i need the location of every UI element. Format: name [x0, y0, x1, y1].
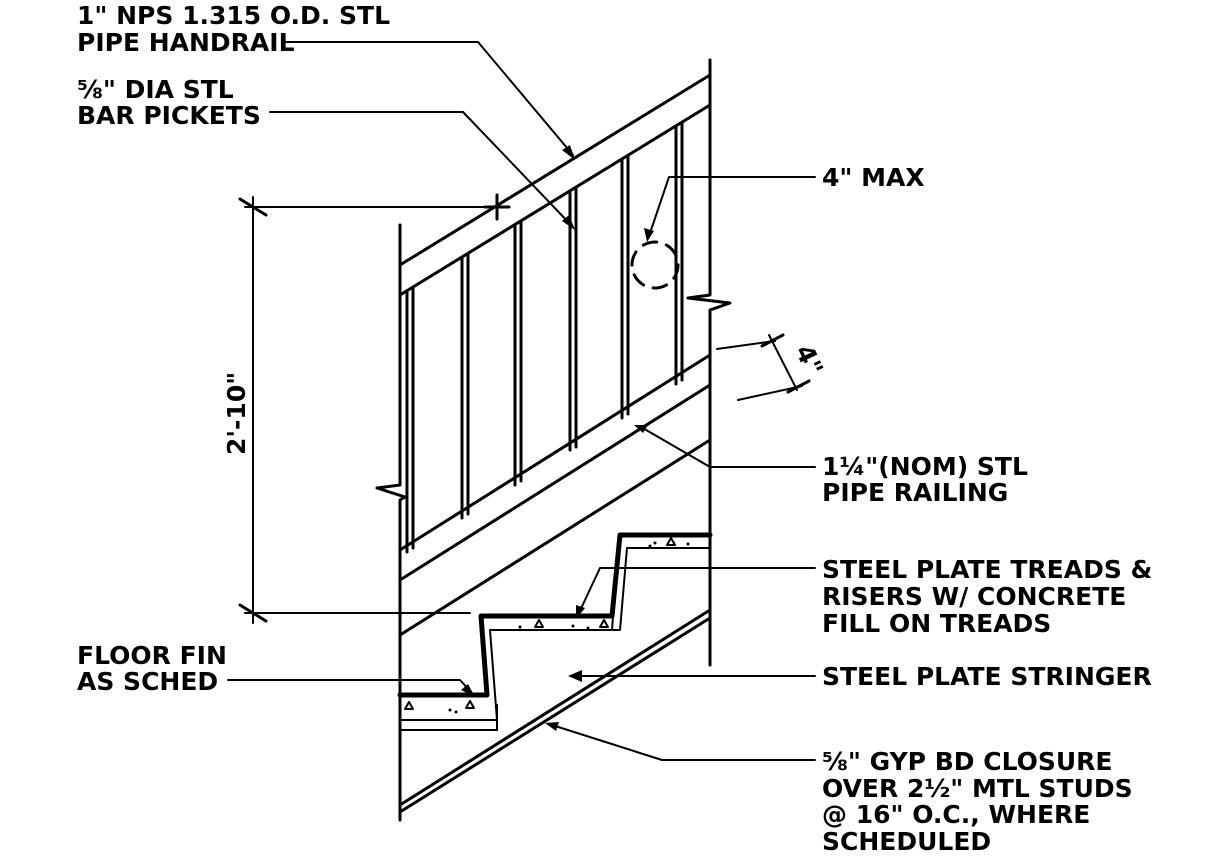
bar-pickets: [405, 121, 684, 554]
rail-offset-dimension: [716, 333, 811, 401]
pipe-handrail: [398, 73, 712, 297]
rail-offset-label: 4": [790, 340, 829, 380]
note-pickets-line-1: ⅝" DIA STL: [77, 75, 234, 104]
leader-stringer: [568, 670, 816, 682]
note-pipe-railing: 1¼"(NOM) STL PIPE RAILING: [822, 452, 1037, 507]
steel-plate-stringer: [398, 438, 712, 814]
note-stringer: STEEL PLATE STRINGER: [822, 662, 1152, 691]
leader-floor-finish: [227, 679, 475, 697]
note-treads: STEEL PLATE TREADS & RISERS W/ CONCRETE …: [822, 555, 1161, 638]
right-break-line: [686, 58, 732, 667]
note-floor-finish-line-2: AS SCHED: [77, 667, 218, 696]
leader-pickets: [269, 111, 575, 230]
left-break-line: [375, 223, 407, 822]
leader-handrail: [285, 41, 575, 160]
leader-treads: [576, 567, 816, 619]
note-floor-finish-line-1: FLOOR FIN: [77, 641, 227, 670]
note-closure: ⅝" GYP BD CLOSURE OVER 2½" MTL STUDS @ 1…: [822, 747, 1141, 856]
note-closure-line-3: @ 16" O.C., WHERE: [822, 800, 1090, 829]
leader-closure: [545, 722, 816, 761]
note-handrail: 1" NPS 1.315 O.D. STL PIPE HANDRAIL: [77, 1, 399, 57]
rail-height-dimension: [238, 193, 511, 624]
note-handrail-line-1: 1" NPS 1.315 O.D. STL: [77, 1, 390, 30]
note-floor-finish: FLOOR FIN AS SCHED: [77, 641, 236, 696]
note-max-spacing: 4" MAX: [822, 163, 925, 192]
leader-pipe-railing: [634, 425, 816, 468]
note-closure-line-1: ⅝" GYP BD CLOSURE: [822, 747, 1113, 776]
note-pipe-railing-line-1: 1¼"(NOM) STL: [822, 452, 1028, 481]
concrete-fill-marks: [404, 537, 690, 714]
note-pickets-line-2: BAR PICKETS: [77, 101, 261, 130]
note-treads-line-3: FILL ON TREADS: [822, 609, 1051, 638]
note-handrail-line-2: PIPE HANDRAIL: [77, 28, 295, 57]
note-treads-line-2: RISERS W/ CONCRETE: [822, 582, 1126, 611]
rail-height-label: 2'-10": [222, 372, 251, 455]
treads-and-risers: [397, 532, 713, 731]
note-closure-line-4: SCHEDULED: [822, 827, 991, 856]
note-treads-line-1: STEEL PLATE TREADS &: [822, 555, 1152, 584]
leader-max-spacing: [644, 176, 816, 242]
note-pickets: ⅝" DIA STL BAR PICKETS: [77, 75, 261, 130]
pipe-railing: [398, 353, 712, 582]
four-inch-sphere: [630, 240, 680, 290]
note-closure-line-2: OVER 2½" MTL STUDS: [822, 774, 1133, 803]
note-pipe-railing-line-2: PIPE RAILING: [822, 478, 1008, 507]
